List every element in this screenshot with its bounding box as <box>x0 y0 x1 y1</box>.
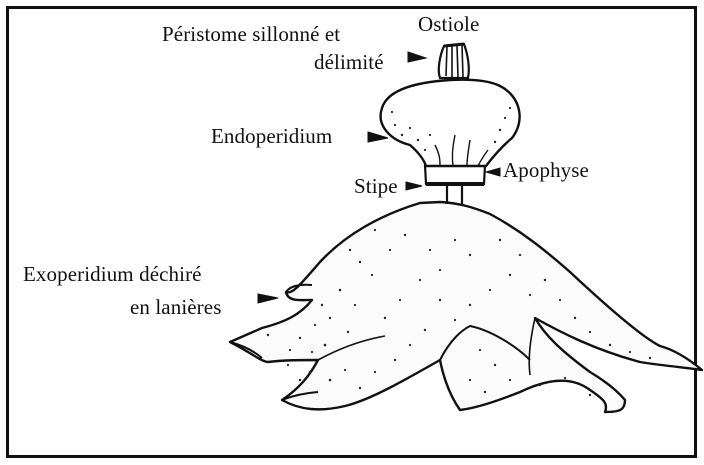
apophyse-drawing <box>425 165 485 184</box>
arrow-endoperidium <box>368 132 388 142</box>
endoperidium-drawing <box>381 80 520 166</box>
label-ostiole: Ostiole <box>418 14 479 35</box>
arrow-apophyse <box>486 168 500 176</box>
peristome-drawing <box>439 44 469 78</box>
arrow-peristome <box>408 52 426 62</box>
label-endoperidium: Endoperidium <box>211 126 332 147</box>
label-peristome-line1: Péristome sillonné et <box>162 24 340 45</box>
label-peristome-line2: délimité <box>314 52 384 73</box>
exoperidium-drawing <box>230 202 702 412</box>
label-exoperidium-line1: Exoperidium déchiré <box>23 264 202 285</box>
arrow-stipe <box>406 182 422 190</box>
label-exoperidium-line2: en lanières <box>130 297 221 318</box>
label-stipe: Stipe <box>354 176 398 197</box>
arrow-exoperidium <box>258 294 278 303</box>
label-apophyse: Apophyse <box>503 160 589 181</box>
